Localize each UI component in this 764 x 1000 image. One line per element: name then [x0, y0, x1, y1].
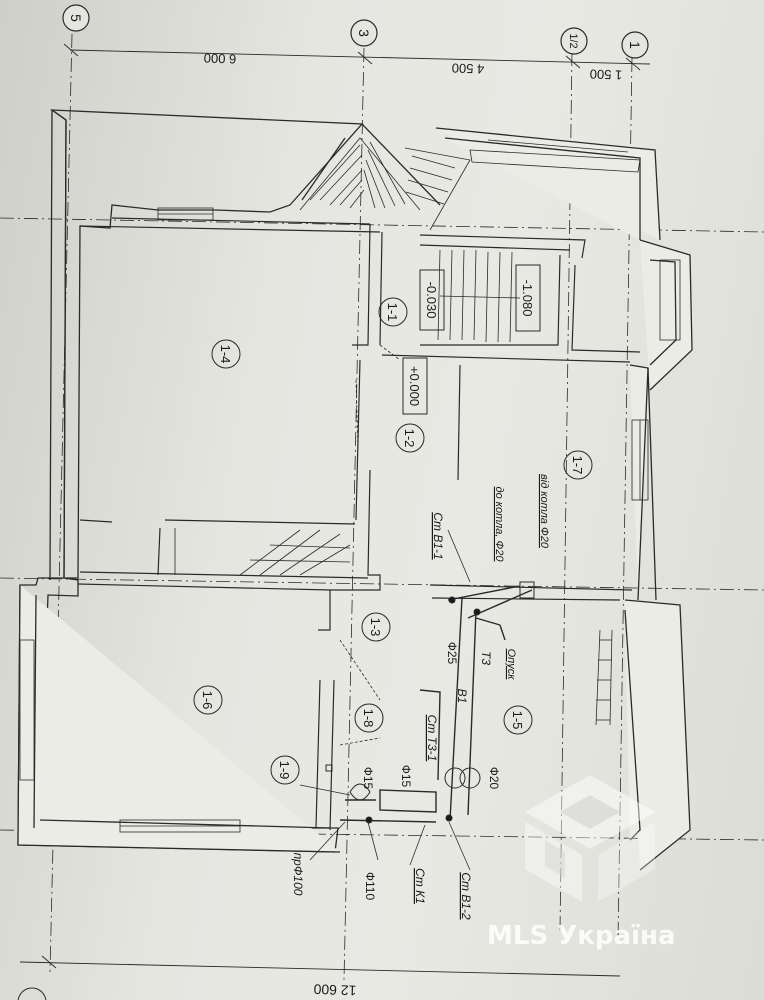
room-tag-1-9: 1-9	[270, 755, 300, 785]
svg-text:-0.030: -0.030	[424, 282, 439, 319]
dim-1500: 1 500	[589, 66, 622, 82]
staircase-west-porch	[595, 629, 613, 726]
dim-12600: 12 600	[313, 981, 357, 998]
svg-text:+0.000: +0.000	[407, 366, 422, 406]
staircase-east	[404, 139, 641, 231]
level-mark-minus-0030: -0.030	[419, 269, 445, 331]
staircase-north	[299, 137, 421, 211]
svg-text:1: 1	[627, 41, 643, 49]
bottom-dimension-line	[19, 955, 621, 977]
svg-text:1-7: 1-7	[570, 456, 585, 475]
logo-cube-icon	[525, 775, 655, 902]
svg-text:1-6: 1-6	[200, 691, 215, 710]
label-f25: Ф25	[445, 642, 459, 665]
svg-text:3: 3	[356, 29, 372, 37]
level-mark-0000: +0.000	[402, 357, 428, 415]
svg-text:1-4: 1-4	[218, 345, 233, 364]
svg-text:5: 5	[68, 14, 84, 22]
label-opusk: Опуск	[505, 649, 517, 681]
top-dimension-line	[63, 43, 651, 71]
svg-text:1-9: 1-9	[277, 761, 292, 780]
axis-marker-5: 5	[62, 4, 90, 32]
room-tag-1-6: 1-6	[193, 685, 223, 715]
room-tag-1-7: 1-7	[563, 450, 593, 480]
label-st-b1-1: Ст В1-1	[431, 512, 445, 559]
label-st-b1-2: Ст В1-2	[459, 872, 473, 920]
interior-walls	[77, 217, 641, 831]
label-vid-kotla: від котла Ф20	[538, 474, 550, 549]
room-tag-1-3: 1-3	[361, 612, 391, 642]
room-tag-1-5: 1-5	[503, 705, 533, 735]
axis-marker-1: 1	[621, 31, 649, 59]
exterior-walls	[17, 109, 693, 871]
doors	[339, 344, 401, 746]
equipment-symbols	[325, 581, 535, 801]
label-st-k1: Ст К1	[413, 868, 427, 904]
label-f20: Ф20	[487, 767, 501, 790]
axis-marker-1-2: 1/2	[560, 27, 588, 55]
level-mark-minus-1080: -1.080	[515, 264, 541, 332]
label-st-t3-1: Ст Т3-1	[425, 715, 439, 762]
dim-4500: 4 500	[451, 60, 484, 76]
label-t3: Т3	[479, 651, 493, 665]
staircase-basement	[437, 249, 521, 343]
svg-text:1-1: 1-1	[385, 303, 400, 322]
axis-marker-3: 3	[350, 19, 378, 47]
riser-nodes	[365, 596, 481, 824]
axis-marker-partial	[17, 987, 47, 1000]
leader-lines	[299, 529, 471, 871]
label-f15-right: Ф15	[399, 765, 413, 788]
svg-text:1-3: 1-3	[368, 618, 383, 637]
label-f110: Ф110	[363, 872, 377, 901]
svg-text:1-2: 1-2	[402, 429, 417, 448]
staircase-south	[174, 528, 351, 576]
label-pr-f100: прФ100	[291, 853, 305, 896]
svg-text:-1.080: -1.080	[520, 280, 535, 317]
svg-text:1/2: 1/2	[567, 33, 579, 48]
svg-text:1-5: 1-5	[510, 711, 525, 730]
svg-text:1-8: 1-8	[361, 709, 376, 728]
label-b1: В1	[455, 689, 469, 704]
room-tag-1-1: 1-1	[378, 297, 408, 327]
room-tag-1-8: 1-8	[354, 703, 384, 733]
watermark-text: MLS Україна	[487, 921, 676, 951]
room-tag-1-2: 1-2	[395, 423, 425, 453]
dim-6000: 6 000	[203, 50, 236, 66]
room-tag-1-4: 1-4	[211, 339, 241, 369]
label-f15-left: Ф15	[361, 767, 375, 790]
windows	[19, 207, 681, 833]
watermark-logo: MLS Україна	[487, 775, 676, 951]
label-do-kotla: до котла, Ф20	[493, 487, 505, 563]
